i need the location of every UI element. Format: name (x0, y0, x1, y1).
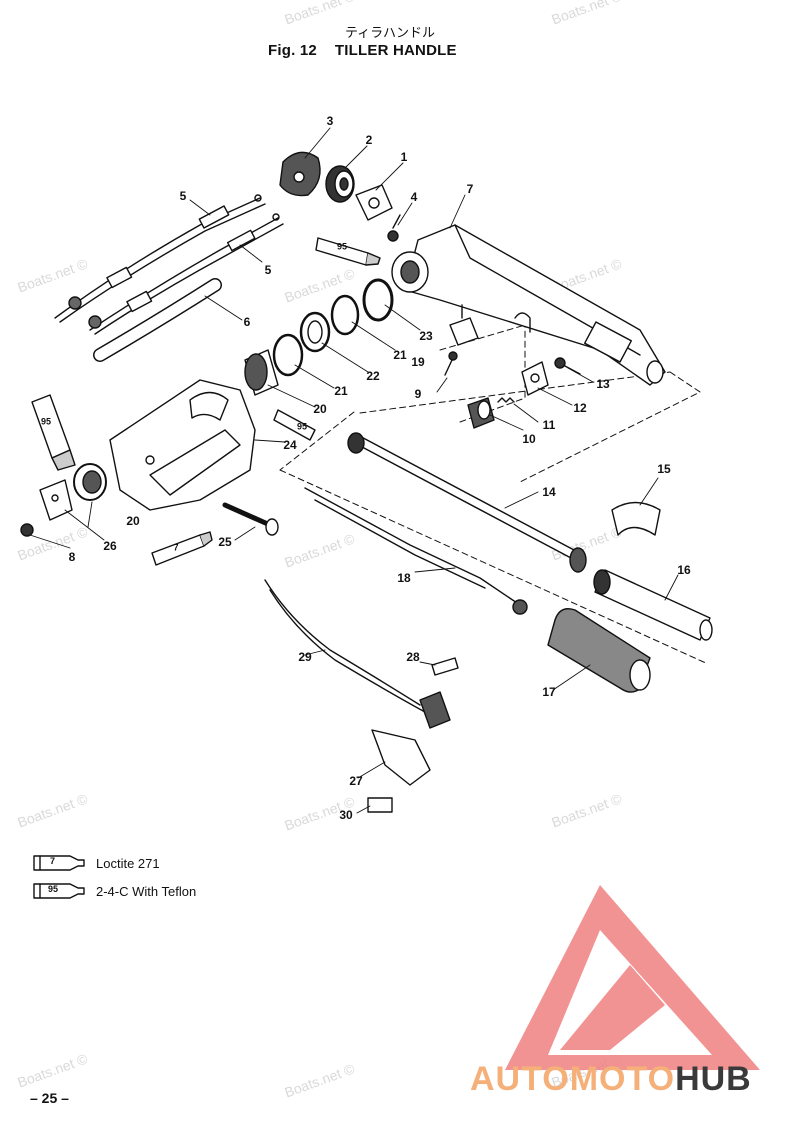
legend-text: Loctite 271 (96, 855, 160, 871)
figure-name: TILLER HANDLE (334, 42, 457, 59)
part-11-spring (497, 397, 515, 403)
legend-tube-label: 7 (50, 856, 56, 866)
part-20-bushing-upper (244, 349, 279, 396)
callout-part-22: 22 (366, 369, 380, 383)
callout-part-25: 25 (218, 535, 232, 549)
legend-row-grease: 95 2-4-C With Teflon (32, 881, 196, 901)
callout-part-2: 2 (365, 133, 373, 147)
callout-part-14: 14 (542, 485, 556, 499)
part-4-screw (387, 214, 401, 242)
brand-part-1: AUTOMOTO (470, 1060, 676, 1098)
part-28-clip (431, 657, 459, 676)
callout-part-5: 5 (264, 263, 272, 277)
brand-part-2: HUB (675, 1060, 752, 1098)
grease-tube-95-left (31, 394, 76, 471)
callout-part-11: 11 (542, 418, 556, 432)
callout-part-7: 7 (466, 182, 474, 196)
callout-part-19: 19 (411, 355, 425, 369)
callout-part-8: 8 (68, 550, 76, 564)
leader-lines (29, 127, 679, 814)
legend-tube-label: 95 (48, 884, 59, 894)
callout-part-13: 13 (596, 377, 610, 391)
part-6-hose (93, 278, 222, 362)
tube-mark-7: 7 (173, 542, 179, 553)
title-japanese: ティラハンドル (344, 26, 436, 41)
adhesive-tube-7 (151, 531, 213, 566)
tube-mark-95: 95 (40, 416, 52, 427)
brand-wordmark: AUTOMOTOHUB (470, 1060, 752, 1099)
grease-tube-95-top (315, 237, 381, 266)
callout-part-15: 15 (657, 462, 671, 476)
callout-part-24: 24 (283, 438, 297, 452)
part-10-knob (467, 397, 495, 429)
grease-tube-95-small (273, 409, 316, 441)
part-13-screw (554, 357, 581, 375)
figure-title: Fig. 12 TILLER HANDLE (268, 42, 457, 59)
part-21-ring-upper (330, 294, 360, 336)
brand-logo-icon (505, 885, 760, 1070)
legend-tube-icons (33, 855, 85, 899)
callout-part-30: 30 (339, 808, 353, 822)
part-15-sleeve (611, 501, 661, 536)
tube-mark-95: 95 (296, 421, 308, 432)
legend-row-loctite: 7 Loctite 271 (32, 853, 160, 873)
part-27-bracket (371, 729, 431, 786)
callout-part-23: 23 (419, 329, 433, 343)
part-18-cable (304, 487, 528, 615)
part-19-holder (449, 304, 479, 346)
callout-part-16: 16 (677, 563, 691, 577)
part-7-tiller-bracket (391, 224, 666, 386)
callout-part-1: 1 (400, 150, 408, 164)
part-17-grip (547, 608, 651, 693)
part-22-collar (299, 311, 331, 353)
callout-part-12: 12 (573, 401, 587, 415)
callout-part-10: 10 (522, 432, 536, 446)
part-30-label (367, 797, 393, 813)
part-21-ring-lower (272, 333, 304, 377)
part-14-shaft (347, 432, 587, 573)
part-5-cables (54, 194, 284, 335)
part-23-ring (362, 278, 394, 322)
callout-part-26: 26 (103, 539, 117, 553)
part-25-bolt (222, 502, 279, 536)
callout-part-17: 17 (542, 685, 556, 699)
part-20-bushing-lower (73, 463, 107, 501)
page-number: – 25 – (30, 1090, 69, 1106)
part-29-harness (264, 579, 451, 729)
callout-part-27: 27 (349, 774, 363, 788)
callout-part-28: 28 (406, 650, 420, 664)
part-9-screw (444, 351, 458, 376)
part-3-cam (279, 151, 321, 197)
part-8-screw (20, 523, 34, 537)
callout-part-29: 29 (298, 650, 312, 664)
callout-part-9: 9 (414, 387, 422, 401)
part-16-grip-core (593, 569, 713, 641)
legend-text: 2-4-C With Teflon (96, 883, 197, 899)
tube-mark-95: 95 (336, 241, 348, 252)
callout-part-20: 20 (126, 514, 140, 528)
figure-number: Fig. 12 (268, 42, 317, 59)
callout-part-6: 6 (243, 315, 251, 329)
callout-part-18: 18 (397, 571, 411, 585)
callout-part-5: 5 (179, 189, 187, 203)
part-12-block (521, 361, 549, 396)
part-2-gear (325, 165, 355, 203)
callout-part-21: 21 (393, 348, 407, 362)
part-24-housing (109, 379, 256, 511)
callout-part-3: 3 (326, 114, 334, 128)
part-26-plate (39, 479, 73, 521)
callout-part-21: 21 (334, 384, 348, 398)
callout-part-4: 4 (410, 190, 418, 204)
part-1-plate (355, 184, 393, 221)
callout-part-20: 20 (313, 402, 327, 416)
